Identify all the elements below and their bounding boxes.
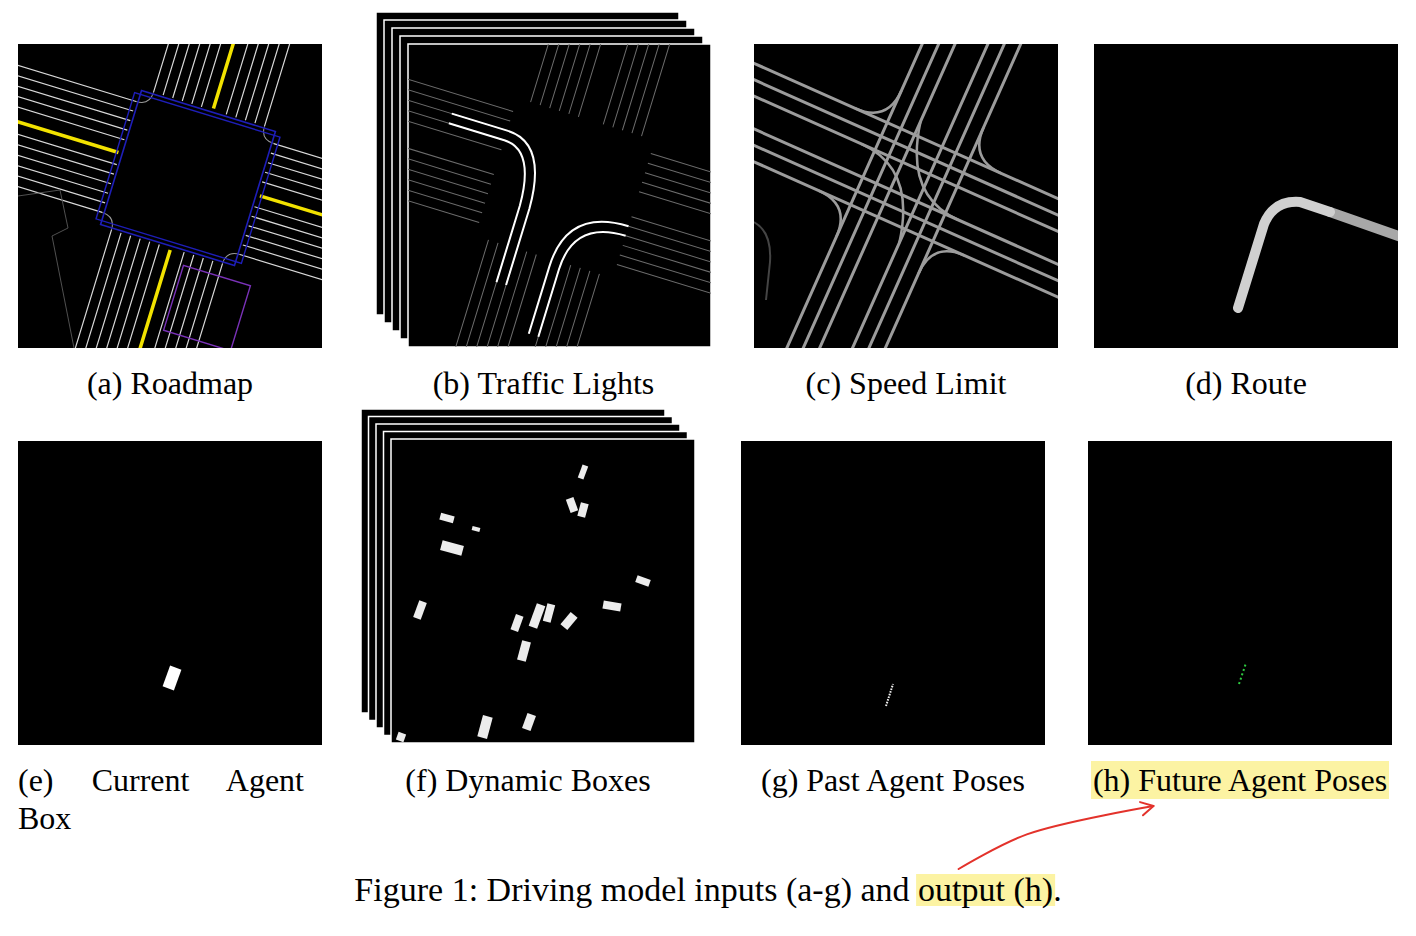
speed-limit-panel: [804, 76, 1015, 287]
speed-limit-panel: [754, 44, 1058, 348]
dynamic-boxes-stack: [440, 540, 464, 555]
figure-panel: (g) Past Agent Poses: [741, 441, 1045, 818]
current-agent-panel: [18, 441, 322, 745]
dynamic-boxes-stack: [511, 614, 524, 632]
dynamic-boxes-stack: [477, 715, 492, 739]
panel-caption: (c) Speed Limit: [806, 364, 1007, 402]
arrow-shaft: [959, 806, 1154, 869]
speed-limit-panel: [754, 44, 1058, 348]
dynamic-boxes-stack: [522, 713, 536, 731]
roadmap-panel: [18, 44, 322, 348]
figure-panel: (c) Speed Limit: [754, 44, 1058, 421]
dynamic-boxes-stack: [361, 409, 695, 743]
future-poses-panel: [1088, 441, 1392, 745]
dynamic-boxes-stack: [472, 526, 481, 532]
figure-panel: (d) Route: [1094, 44, 1398, 421]
roadmap-panel: [164, 265, 251, 348]
route-panel: [1094, 44, 1404, 348]
dynamic-boxes-stack: [439, 513, 454, 523]
traffic-lights-stack: [408, 114, 645, 347]
traffic-lights-stack: [408, 44, 711, 347]
figure-panel: (a) Roadmap: [18, 44, 322, 421]
route-panel: [1238, 202, 1398, 308]
past-poses-panel: [741, 441, 1045, 745]
roadmap-panel: [18, 44, 322, 348]
past-poses-panel: [741, 441, 1045, 745]
current-agent-panel: [163, 666, 182, 691]
roadmap-panel: [96, 93, 280, 264]
dynamic-boxes-stack: [517, 640, 531, 662]
speed-limit-panel: [754, 44, 1058, 348]
figure-panel: (e) Current Agent Box: [18, 441, 322, 818]
caption-row: Figure 1: Driving model inputs (a-g) and…: [0, 870, 1416, 910]
dynamic-boxes-stack: [602, 600, 621, 611]
speed-limit-panel: [754, 222, 770, 300]
route-panel: [1094, 44, 1398, 348]
current-agent-panel: [18, 441, 322, 745]
panel-caption: (d) Route: [1185, 364, 1307, 402]
panel-caption: (e) Current Agent Box: [18, 761, 304, 837]
figure-panel: (f) Dynamic Boxes: [361, 409, 695, 818]
panel-caption: (h) Future Agent Poses: [1091, 761, 1389, 799]
dynamic-boxes-stack: [396, 732, 406, 742]
dynamic-boxes-stack: [529, 603, 546, 629]
traffic-lights-stack: [408, 44, 711, 347]
past-poses-panel: [886, 684, 893, 706]
future-poses-panel: [1239, 663, 1246, 684]
roadmap-panel: [18, 190, 74, 348]
panel-caption: (a) Roadmap: [87, 364, 253, 402]
future-poses-panel: [1088, 441, 1392, 745]
roadmap-panel: [75, 44, 309, 348]
roadmap-panel: [18, 44, 322, 348]
figure-panel: (h) Future Agent Poses: [1088, 441, 1392, 818]
panel-caption: (f) Dynamic Boxes: [405, 761, 650, 799]
traffic-lights-stack: [408, 44, 711, 347]
dynamic-boxes-stack: [635, 575, 651, 586]
figure-panel: (b) Traffic Lights: [376, 12, 711, 421]
dynamic-boxes-stack: [566, 497, 578, 513]
dynamic-boxes-stack: [560, 612, 577, 630]
route-panel: [1238, 202, 1330, 308]
dynamic-boxes-stack: [577, 502, 588, 518]
dynamic-boxes-stack: [413, 600, 427, 620]
arrow-head: [1140, 802, 1153, 815]
dynamic-boxes-stack: [391, 439, 695, 743]
route-panel: [1330, 212, 1398, 238]
roadmap-panel: [18, 44, 322, 348]
dynamic-boxes-stack: [578, 464, 588, 479]
panel-caption: (g) Past Agent Poses: [761, 761, 1025, 799]
roadmap-panel: [98, 88, 278, 268]
annotation-arrow: [959, 802, 1154, 869]
panel-caption: (b) Traffic Lights: [433, 364, 655, 402]
dynamic-boxes-stack: [543, 603, 555, 622]
dynamic-boxes-stack: [396, 464, 651, 742]
figure-caption: Figure 1: Driving model inputs (a-g) and…: [354, 870, 1061, 910]
